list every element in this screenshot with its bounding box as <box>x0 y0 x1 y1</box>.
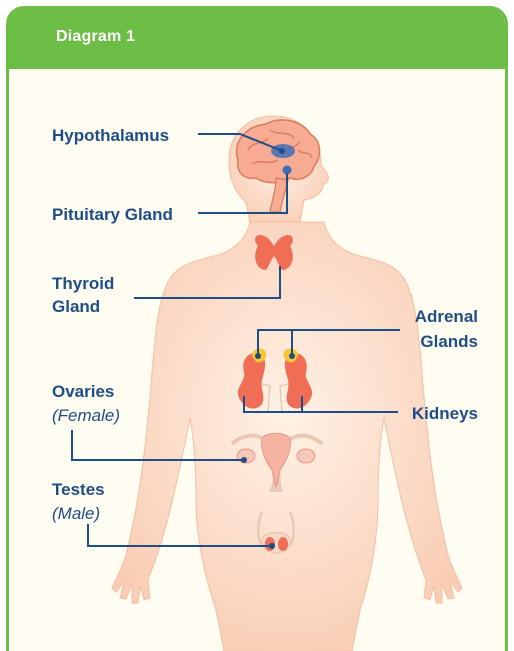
label-adrenal-line1: Adrenal <box>415 307 478 326</box>
label-ovaries-note: (Female) <box>52 406 120 425</box>
label-thyroid-line2: Gland <box>52 297 100 316</box>
label-thyroid-line1: Thyroid <box>52 274 114 293</box>
label-pituitary: Pituitary Gland <box>52 205 173 224</box>
label-ovaries: Ovaries <box>52 382 114 401</box>
label-adrenal-line2: Glands <box>420 332 478 351</box>
label-hypothalamus: Hypothalamus <box>52 126 169 145</box>
label-testes-note: (Male) <box>52 504 100 523</box>
label-testes: Testes <box>52 480 105 499</box>
label-kidneys: Kidneys <box>412 404 478 423</box>
